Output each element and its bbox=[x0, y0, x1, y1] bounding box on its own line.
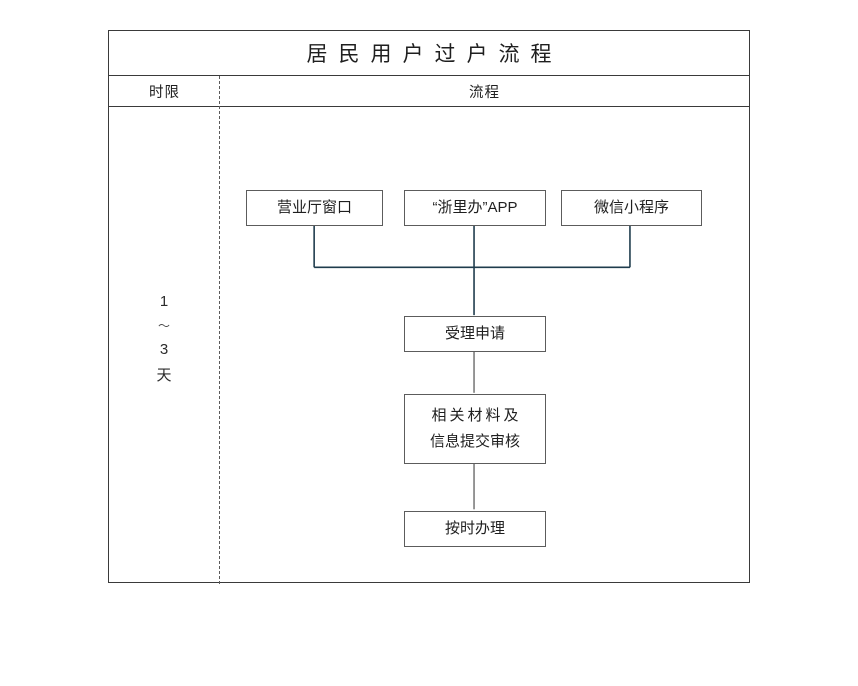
flow-node-hall[interactable]: 营业厅窗口 bbox=[246, 190, 383, 226]
duration-line-unit: 天 bbox=[156, 367, 172, 384]
flow-node-accept-label: 受理申请 bbox=[444, 325, 505, 342]
flow-node-hall-label: 营业厅窗口 bbox=[276, 199, 352, 216]
duration-line-tilde: 〜 bbox=[157, 319, 170, 333]
duration-cell: 1 〜 3 天 bbox=[109, 107, 219, 582]
header-label-flow: 流程 bbox=[469, 84, 500, 101]
flow-node-accept-application[interactable]: 受理申请 bbox=[404, 316, 546, 352]
table-header-row: 时限 流程 bbox=[109, 76, 749, 107]
flow-node-app[interactable]: “浙里办”APP bbox=[404, 190, 546, 226]
flow-node-materials-label-line2: 信息提交审核 bbox=[429, 433, 520, 450]
flow-node-materials-label-line1: 相关材料及 bbox=[431, 407, 522, 424]
table-body: 1 〜 3 天 营业厅窗口 bbox=[109, 76, 749, 584]
duration-line-start: 1 bbox=[159, 293, 169, 310]
flow-node-wechat-label: 微信小程序 bbox=[593, 199, 669, 216]
duration-line-end: 3 bbox=[159, 341, 169, 358]
flow-node-submit-materials[interactable]: 相关材料及 信息提交审核 bbox=[404, 394, 546, 464]
flowchart-frame: 居民用户过户流程 时限 流程 1 〜 3 天 bbox=[108, 30, 750, 584]
header-label-limit: 时限 bbox=[149, 84, 180, 101]
chart-title-row: 居民用户过户流程 bbox=[109, 31, 749, 76]
page-title: 居民用户过户流程 bbox=[306, 43, 563, 66]
flow-node-process-label: 按时办理 bbox=[444, 520, 505, 537]
flow-node-wechat[interactable]: 微信小程序 bbox=[561, 190, 702, 226]
flow-node-process-on-time[interactable]: 按时办理 bbox=[404, 511, 546, 547]
flow-node-app-label: “浙里办”APP bbox=[432, 199, 518, 216]
header-cell-flow: 流程 bbox=[220, 76, 749, 106]
header-cell-limit: 时限 bbox=[109, 76, 220, 106]
flow-cell: 营业厅窗口 “浙里办”APP 微信小程序 受理申请 相关材料及 信息提交审核 按… bbox=[219, 107, 749, 582]
column-divider-dashed bbox=[219, 76, 220, 584]
